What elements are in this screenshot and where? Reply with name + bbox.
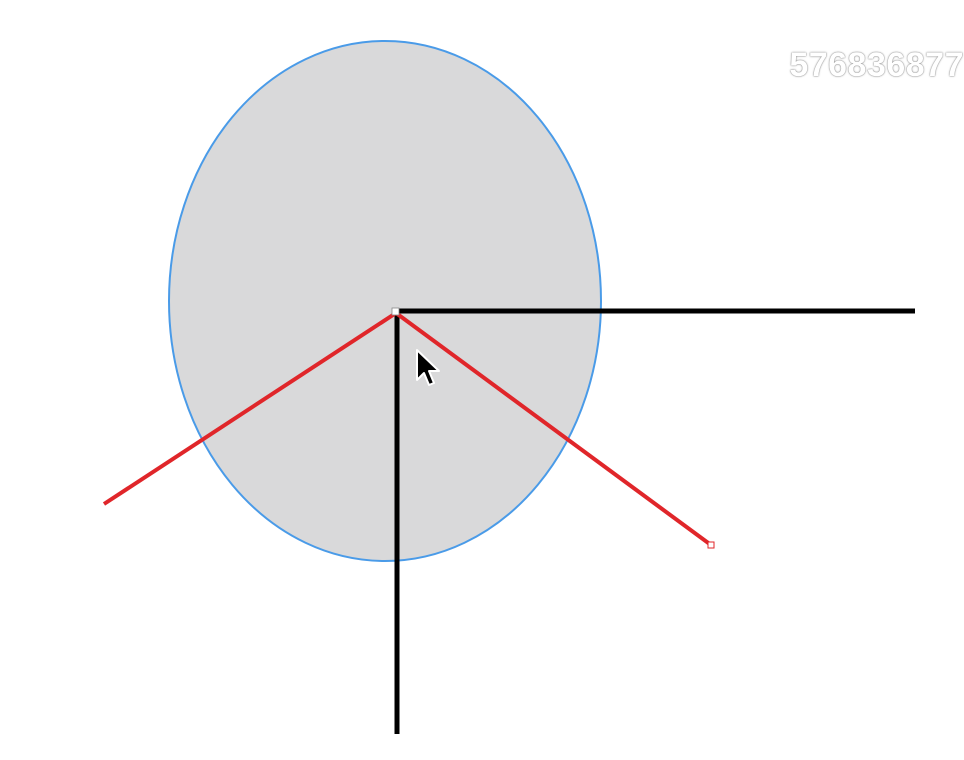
red-line-left[interactable] (102, 311, 398, 506)
red-line-right[interactable] (394, 311, 713, 547)
red-line-end-handle[interactable] (707, 541, 715, 549)
arrow-pointer-icon (416, 349, 440, 386)
watermark-text: 576836877 (789, 46, 964, 84)
center-handle[interactable] (391, 307, 400, 316)
ellipse-shape[interactable] (168, 40, 602, 562)
